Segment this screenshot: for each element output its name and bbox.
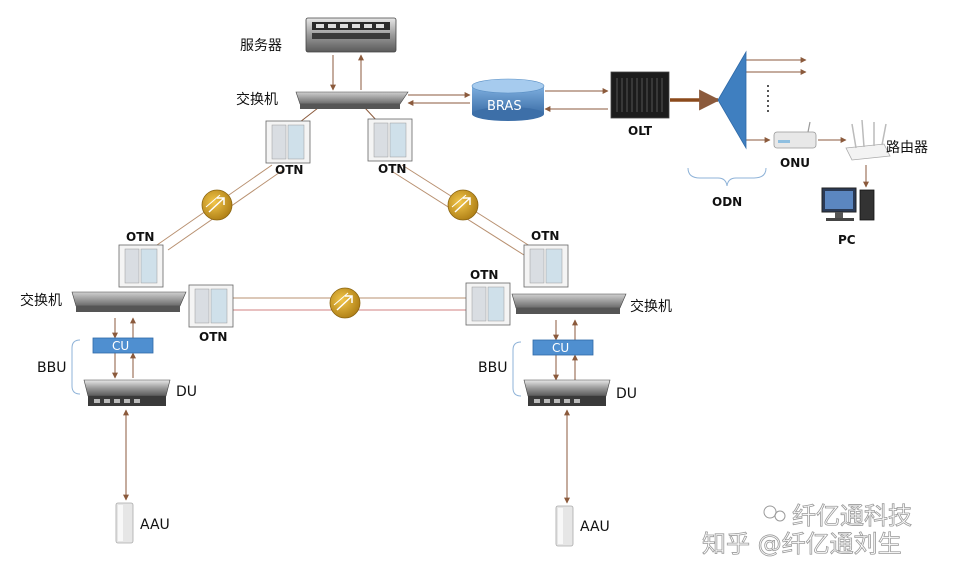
bbu-right-bracket [512,341,522,397]
server-label: 服务器 [240,38,282,54]
server-icon [305,17,397,53]
olt-label: OLT [628,124,653,138]
cu-right-box [532,339,594,356]
watermark-logo-icon [763,505,786,522]
pc-icon [821,187,875,221]
bras-icon [471,78,545,121]
cu-left-box [92,337,154,354]
otn-mr-label: OTN [531,229,559,243]
splitter-dots [767,85,769,112]
aau-right-label: AAU [580,519,610,535]
amplifier-left-icon [201,189,233,221]
onu-label: ONU [780,156,810,170]
otn-tl-icon [265,120,311,164]
link-switch-otntl [299,107,319,123]
pc-label: PC [838,233,856,247]
switch-right-icon [511,293,627,314]
otn-br-icon [465,282,511,326]
otn-bl-label: OTN [199,330,227,344]
du-right-icon [523,379,611,406]
router-label: 路由器 [886,140,928,156]
otn-tr-label: OTN [378,162,406,176]
switch-top-label: 交换机 [236,91,278,108]
switch-right-label: 交换机 [630,298,672,315]
amplifier-bottom-icon [329,287,361,319]
aau-left-label: AAU [140,517,170,533]
du-left-icon [83,379,171,406]
bras-label: BRAS [487,99,522,114]
odn-label: ODN [712,195,742,209]
otn-ml-icon [118,244,164,288]
switch-left-icon [71,291,187,312]
du-left-label: DU [176,384,197,400]
otn-bl-icon [188,284,234,328]
otn-mr-icon [523,244,569,288]
otn-tr-icon [367,118,413,162]
aau-left-icon [115,502,134,544]
olt-icon [610,71,670,119]
cu-left-label: CU [112,339,129,353]
amplifier-right-icon [447,189,479,221]
bbu-right-label: BBU [478,360,507,376]
odn-bracket [687,167,767,187]
watermark-line2: 知乎 @纤亿通刘生 [702,530,902,558]
router-icon [845,119,891,161]
splitter-icon [717,50,747,150]
otn-tl-label: OTN [275,163,303,177]
otn-br-label: OTN [470,268,498,282]
watermark-line1: 纤亿通科技 [792,502,912,530]
switch-left-label: 交换机 [20,292,62,309]
switch-top-icon [295,91,409,109]
bbu-left-bracket [71,339,81,395]
bbu-left-label: BBU [37,360,66,376]
aau-right-icon [555,505,574,547]
cu-right-label: CU [552,341,569,355]
du-right-label: DU [616,386,637,402]
onu-icon [773,121,817,149]
otn-ml-label: OTN [126,230,154,244]
